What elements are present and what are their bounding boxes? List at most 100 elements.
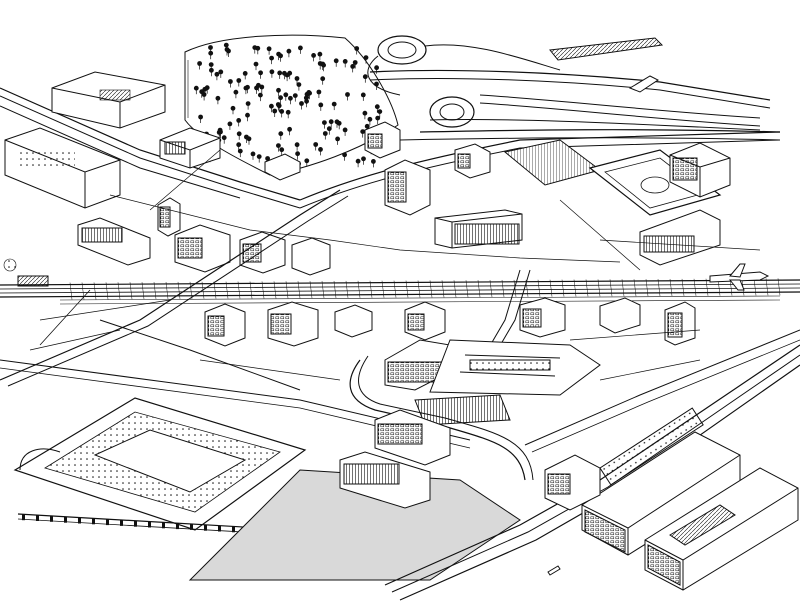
tree — [304, 98, 309, 108]
rail-tie — [585, 279, 589, 297]
tree — [318, 102, 324, 111]
tree — [352, 60, 358, 69]
tree — [198, 114, 204, 123]
tree — [269, 69, 275, 78]
tree — [245, 112, 250, 122]
rail-tie — [705, 278, 709, 296]
bridge-pier — [190, 523, 193, 530]
tree — [223, 42, 229, 52]
rail-tie — [645, 279, 649, 297]
tree — [233, 89, 239, 99]
rail-tie — [261, 281, 265, 299]
roundabout-top — [367, 35, 561, 128]
bridge-pier — [50, 515, 53, 522]
small-building-right — [544, 454, 601, 511]
tree — [354, 46, 360, 55]
tree — [275, 102, 281, 111]
tower-left — [77, 197, 181, 266]
rail-tie — [249, 281, 253, 299]
tree — [279, 109, 285, 118]
rail-tie — [453, 280, 457, 298]
tree — [244, 134, 249, 143]
bridge-pier — [176, 523, 179, 530]
tree — [316, 89, 322, 98]
tree — [199, 89, 205, 98]
tree — [242, 71, 248, 80]
tree — [193, 85, 199, 95]
tree — [361, 156, 366, 165]
rail-tie — [657, 279, 661, 297]
tree — [218, 69, 224, 78]
rail-tie — [429, 280, 433, 298]
tree — [256, 154, 262, 163]
midtown-buildings — [174, 224, 696, 347]
rail-tie — [357, 280, 361, 298]
tree — [363, 55, 369, 64]
rail-tie — [177, 281, 181, 299]
rail-tie — [669, 278, 673, 297]
rail-tie — [501, 279, 505, 298]
office-block-center — [434, 209, 523, 249]
rail-tie — [393, 280, 397, 298]
bridge-pier — [204, 524, 207, 531]
tree — [342, 127, 348, 136]
stadium-bottom-left — [13, 397, 307, 531]
tree — [320, 76, 326, 85]
bridge-pier — [134, 520, 137, 527]
terminal-building-2 — [644, 467, 799, 591]
rail-tie — [513, 279, 517, 297]
terminal-building-1 — [581, 407, 741, 556]
building-cluster-park — [159, 121, 401, 181]
tree — [258, 92, 263, 102]
tree — [276, 143, 281, 152]
tree — [296, 82, 302, 91]
building-block-ul-2 — [4, 127, 121, 209]
tree — [269, 103, 274, 113]
tree — [215, 95, 221, 105]
minor-streets — [39, 149, 761, 381]
rail-tie — [117, 282, 121, 300]
tree — [342, 59, 348, 68]
tree — [283, 92, 289, 101]
tree — [377, 109, 383, 118]
rail-tie — [777, 278, 781, 296]
tree — [236, 78, 242, 87]
rail-tie — [333, 280, 337, 299]
bridge-pier — [78, 517, 81, 524]
rail-tie — [405, 280, 409, 298]
bridge-pier — [120, 519, 123, 526]
tree — [209, 67, 214, 77]
tree — [197, 61, 203, 70]
tree — [331, 101, 337, 111]
tree — [298, 45, 303, 54]
tree — [224, 47, 230, 56]
rail-tie — [753, 278, 757, 296]
tree — [237, 148, 243, 158]
tree — [278, 131, 284, 140]
boat — [547, 565, 561, 576]
rail-tie — [441, 280, 445, 298]
building-bottom-center — [339, 409, 451, 509]
rail-tie — [693, 278, 697, 296]
tree — [208, 50, 214, 60]
tree — [360, 129, 366, 138]
rail-tie — [681, 278, 685, 296]
tree — [230, 105, 236, 115]
building-block-ul-1 — [51, 71, 166, 129]
bridge-pier — [92, 518, 95, 525]
plaza-center — [384, 339, 601, 396]
tree — [276, 51, 281, 61]
tree — [287, 126, 292, 136]
tree — [285, 109, 291, 119]
rail-tie — [141, 282, 145, 300]
tree — [335, 136, 340, 145]
tree — [277, 70, 283, 79]
tree — [299, 101, 304, 110]
rail-tie — [381, 280, 385, 298]
rail-tie — [417, 280, 421, 298]
tree — [317, 51, 323, 61]
bridge-pier — [218, 525, 221, 532]
rail-tie — [369, 280, 373, 298]
tree — [245, 101, 251, 110]
